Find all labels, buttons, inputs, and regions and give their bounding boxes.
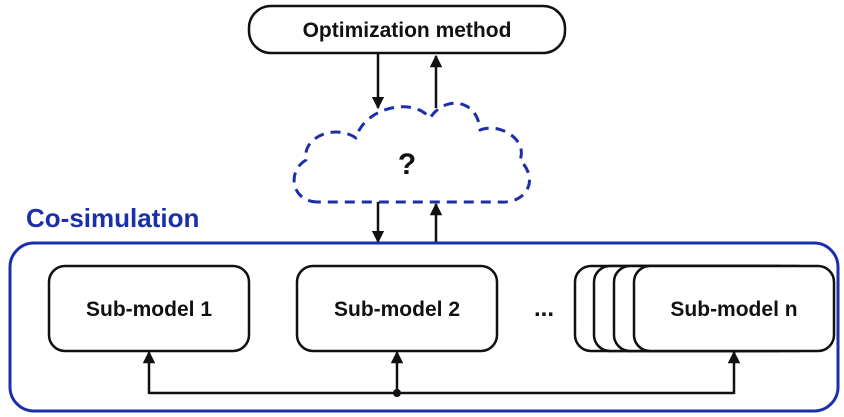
- unknown-coupling-cloud: ?: [292, 101, 531, 204]
- submodel-2-label: Sub-model 2: [334, 298, 460, 321]
- submodel-n-label: Sub-model n: [670, 298, 797, 321]
- cloud-outline: [292, 101, 531, 204]
- optimization-method-box: Optimization method: [247, 4, 567, 55]
- optimization-method-label: Optimization method: [303, 19, 512, 42]
- question-mark: ?: [398, 148, 416, 181]
- submodel-2-box: Sub-model 2: [295, 264, 499, 353]
- co-simulation-label: Co-simulation: [26, 203, 199, 233]
- submodel-n-stack: Sub-model n: [573, 264, 836, 353]
- submodel-1-label: Sub-model 1: [86, 298, 212, 321]
- co-simulation-container: [8, 241, 840, 413]
- ellipsis: ...: [534, 295, 554, 322]
- submodel-1-box: Sub-model 1: [47, 264, 251, 353]
- bus-junction-dot: [393, 389, 401, 397]
